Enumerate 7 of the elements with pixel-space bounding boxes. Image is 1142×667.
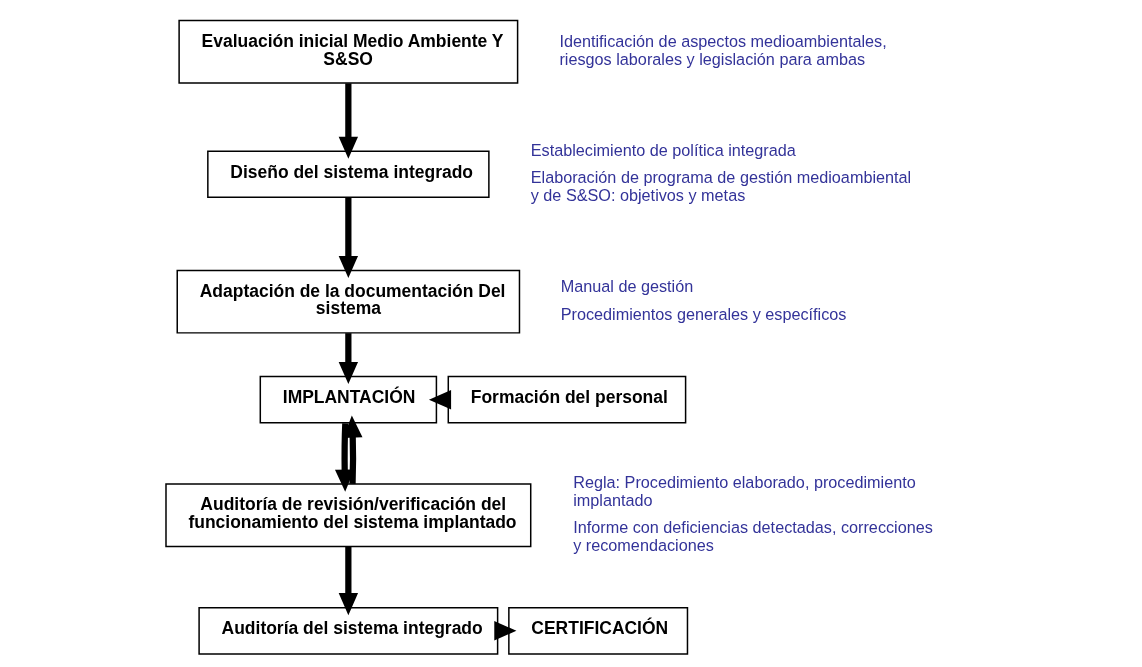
node-label: Establecimiento de política integrada	[530, 141, 796, 160]
node-label: Elaboración de programa de gestión medioambiental y de S&SO: objetivos y metas	[530, 168, 912, 204]
node-label: Informe con deficiencias detectadas, correcciones y recomendaciones	[573, 518, 933, 554]
node-label: Regla: Procedimiento elaborado, procedimiento implantado	[573, 473, 916, 509]
node-label: Procedimientos generales y específicos	[560, 304, 847, 323]
node-label: Manual de gestión	[560, 277, 694, 296]
node-label: Identificación de aspectos medioambientales, riesgos laborales y legislación para ambas	[559, 32, 887, 68]
